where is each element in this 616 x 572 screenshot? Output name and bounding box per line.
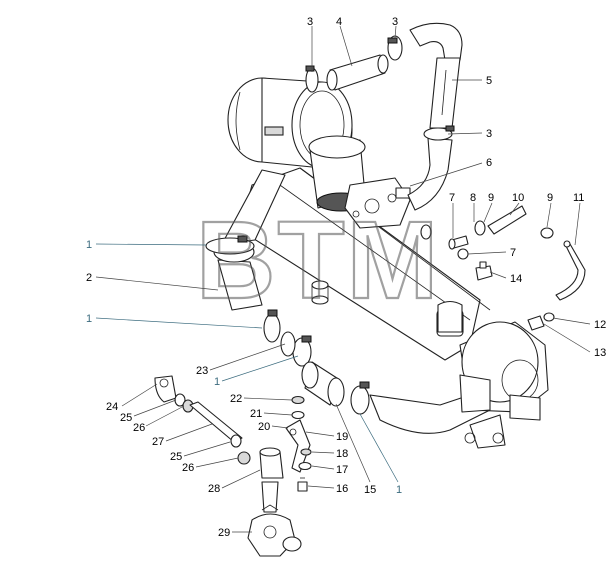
callout-16: 16: [336, 483, 348, 495]
valve-block: [344, 177, 411, 229]
clamp-1-top: [205, 235, 255, 255]
callout-9: 9: [488, 192, 494, 204]
hose-10: [487, 205, 527, 235]
sleeve-26-lower: [237, 451, 251, 465]
callout-20: 20: [258, 421, 270, 433]
callout-18: 18: [336, 448, 348, 460]
callout-17: 17: [336, 464, 348, 476]
hose-15: [301, 361, 345, 407]
clamp-9-right: [540, 227, 554, 239]
callout-13: 13: [594, 347, 606, 359]
clamp-3-right: [387, 35, 403, 61]
leader-lines: [95, 25, 591, 533]
callout-2: 2: [86, 272, 92, 284]
callout-15: 15: [364, 484, 376, 496]
muffler: [459, 321, 549, 449]
callout-1: 1: [86, 239, 92, 251]
valve-29: [247, 504, 302, 557]
callout-7: 7: [449, 192, 455, 204]
clamp-1-mid: [263, 309, 281, 343]
callout-10: 10: [512, 192, 524, 204]
callout-3: 3: [392, 16, 398, 28]
callout-1: 1: [86, 313, 92, 325]
callout-14: 14: [510, 273, 522, 285]
callout-26: 26: [133, 422, 145, 434]
callout-23: 23: [196, 365, 208, 377]
nut-22: [291, 395, 305, 405]
tee-fitting-28: [259, 447, 284, 513]
callout-8: 8: [470, 192, 476, 204]
callout-24: 24: [106, 401, 118, 413]
fitting-14: [475, 261, 493, 281]
fitting-8: [448, 235, 469, 250]
callout-26: 26: [182, 462, 194, 474]
callout-27: 27: [152, 436, 164, 448]
fitting-12: [543, 312, 555, 322]
callout-3: 3: [307, 16, 313, 28]
callout-25: 25: [170, 451, 182, 463]
pipe-27: [189, 401, 243, 443]
clamp-1-right: [350, 381, 370, 415]
callout-3: 3: [486, 128, 492, 140]
callout-12: 12: [594, 319, 606, 331]
callout-1: 1: [214, 376, 220, 388]
callout-5: 5: [486, 75, 492, 87]
callout-29: 29: [218, 527, 230, 539]
callout-7: 7: [510, 247, 516, 259]
callout-19: 19: [336, 431, 348, 443]
callout-6: 6: [486, 157, 492, 169]
clamp-1-lower: [292, 335, 312, 367]
fitting-7-upper: [420, 224, 432, 240]
washer-17: [298, 461, 312, 471]
clamp-3-lower: [423, 125, 455, 141]
callout-21: 21: [250, 408, 262, 420]
tube-11: [555, 240, 586, 301]
washer-21: [291, 410, 305, 420]
mounting-bracket: [285, 419, 311, 473]
elbow-fitting-24: [154, 375, 177, 403]
callout-9: 9: [547, 192, 553, 204]
bracket-pipe: [437, 300, 463, 333]
nut-25-lower: [230, 434, 242, 448]
nut-25-upper: [174, 393, 186, 407]
clamp-3-left: [305, 65, 319, 93]
fitting-16: [297, 477, 308, 492]
callout-1: 1: [396, 484, 402, 496]
fitting-13: [527, 315, 545, 331]
callout-numbers: 3 4 3 5 3 6 7 8 9 10 9 11 7 14 1 2 1 12 …: [86, 16, 606, 539]
callout-25: 25: [120, 412, 132, 424]
clamp-9-left: [474, 220, 486, 236]
fitting-7-lower: [457, 248, 469, 260]
sleeve-23: [280, 331, 296, 357]
watermark-btm: BTM: [196, 199, 440, 322]
callout-22: 22: [230, 393, 242, 405]
hose-4: [326, 54, 389, 91]
callout-4: 4: [336, 16, 342, 28]
callout-11: 11: [573, 192, 584, 204]
elbow-pipe-5: [407, 22, 463, 211]
callout-28: 28: [208, 483, 220, 495]
bolt-18: [300, 448, 312, 456]
